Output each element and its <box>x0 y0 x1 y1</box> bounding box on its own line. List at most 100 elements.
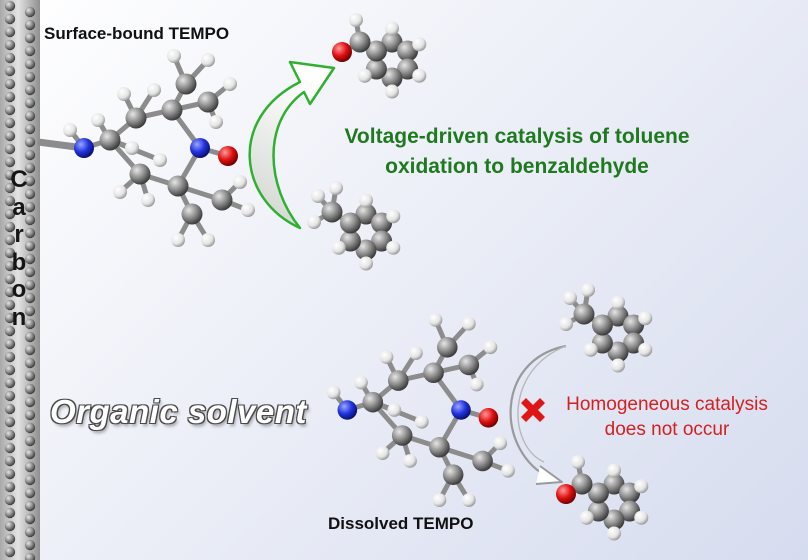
electrode-carbon-atom <box>4 234 16 246</box>
electrode-carbon-atom <box>4 52 16 64</box>
electrode-carbon-atom <box>4 260 16 272</box>
hydrogen-atom <box>638 311 653 326</box>
hydrogen-atom <box>571 455 585 469</box>
nitrogen-atom <box>74 138 94 158</box>
hydrogen-atom <box>201 233 215 247</box>
electrode-carbon-atom <box>24 474 36 486</box>
hydrogen-atom <box>611 358 625 373</box>
electrode-carbon-atom <box>24 19 36 31</box>
carbon-atom <box>429 436 450 458</box>
hydrogen-atom <box>349 13 363 27</box>
homogeneous-line-1: Homogeneous catalysis <box>566 394 768 415</box>
electrode-carbon-atom <box>4 364 16 376</box>
electrode-carbon-atom <box>4 325 16 337</box>
electrode-carbon-atom <box>24 175 36 187</box>
electrode-carbon-atom <box>4 169 16 181</box>
dissolved-title: Dissolved TEMPO <box>328 514 474 533</box>
electrode-carbon-atom <box>24 279 36 291</box>
carbon-atom <box>339 212 361 234</box>
hydrogen-atom <box>329 181 343 195</box>
electrode-carbon-atom <box>24 97 36 109</box>
carbon-atom <box>355 203 377 225</box>
hydrogen-atom <box>432 493 447 508</box>
electrode-carbon-atom <box>4 208 16 220</box>
carbon-atom <box>321 201 343 223</box>
carbon-electrode-label: C a r b o n <box>8 166 30 331</box>
electrode-carbon-atom <box>24 240 36 252</box>
electrode-carbon-atom <box>24 253 36 265</box>
hydrogen-atom <box>307 215 321 229</box>
hydrogen-atom <box>385 21 399 36</box>
homogeneous-text: Homogeneous catalysis does not occur <box>552 392 782 442</box>
hydrogen-atom <box>638 342 653 357</box>
carbon-atom <box>423 362 444 384</box>
hydrogen-atom <box>461 493 476 508</box>
carbon-atom <box>355 239 377 261</box>
carbon-atom <box>175 73 197 95</box>
toluene-bottom <box>559 283 653 373</box>
hydrogen-atom <box>385 84 399 99</box>
electrode-carbon-atom <box>4 143 16 155</box>
hydrogen-atom <box>63 123 77 137</box>
electrode-carbon-atom <box>4 156 16 168</box>
electrode-carbon-atom <box>4 546 16 558</box>
electrode-carbon-atom <box>24 292 36 304</box>
hydrogen-atom <box>428 312 443 327</box>
carbon-atom <box>387 370 409 391</box>
carbon-atom <box>571 473 593 495</box>
hydrogen-atom <box>414 414 429 429</box>
electrode-carbon-atom <box>4 26 16 38</box>
hydrogen-atom <box>386 240 401 255</box>
oxygen-atom <box>478 408 499 428</box>
electrode-carbon-atom <box>24 357 36 369</box>
electrode-carbon-atom <box>24 552 36 560</box>
green-curved-arrow-icon <box>248 60 336 230</box>
hydrogen-atom <box>583 342 598 357</box>
hydrogen-atom <box>386 209 401 224</box>
catalysis-text: Voltage-driven catalysis of toluene oxid… <box>282 122 752 182</box>
electrode-carbon-atom <box>4 390 16 402</box>
hydrogen-atom <box>461 316 476 331</box>
hydrogen-atom <box>375 446 390 460</box>
hydrogen-atom <box>113 185 127 199</box>
electrode-carbon-atom <box>24 110 36 122</box>
carbon-atom <box>125 107 147 129</box>
electrode-carbon-atom <box>24 227 36 239</box>
hydrogen-atom <box>634 479 649 494</box>
hydrogen-atom <box>91 113 105 127</box>
hydrogen-atom <box>581 283 595 297</box>
electrode-carbon-atom <box>4 221 16 233</box>
electrode-carbon-atom <box>4 416 16 428</box>
electrode-carbon-atom <box>24 32 36 44</box>
hydrogen-atom <box>223 77 237 91</box>
electrode-carbon-atom <box>4 468 16 480</box>
electrode-carbon-atom <box>24 526 36 538</box>
electrode-carbon-atom <box>24 539 36 551</box>
electrode-carbon-atom <box>4 117 16 129</box>
electrode-carbon-atom <box>24 344 36 356</box>
carbon-atom <box>349 31 371 53</box>
carbon-atom <box>181 203 203 225</box>
homogeneous-line-2: does not occur <box>604 419 730 440</box>
carbon-letter: a <box>12 193 26 221</box>
hydrogen-atom <box>611 295 625 310</box>
carbon-atom <box>362 391 384 413</box>
oxygen-atom <box>332 42 352 62</box>
carbon-atom <box>391 425 413 446</box>
electrode-carbon-atom <box>4 494 16 506</box>
electrode-carbon-atom <box>4 273 16 285</box>
dissolved-tempo <box>326 312 515 508</box>
electrode-carbon-atom <box>4 520 16 532</box>
electrode-carbon-atom <box>4 351 16 363</box>
electrode-carbon-atom <box>24 500 36 512</box>
hydrogen-atom <box>359 256 373 271</box>
carbon-atom <box>607 341 629 363</box>
electrode-carbon-atom <box>4 104 16 116</box>
hydrogen-atom <box>167 49 181 63</box>
carbon-atom <box>436 336 458 358</box>
hydrogen-atom <box>311 189 325 203</box>
carbon-atom <box>587 482 609 504</box>
electrode-carbon-atom <box>24 305 36 317</box>
electrode-carbon-atom <box>4 533 16 545</box>
